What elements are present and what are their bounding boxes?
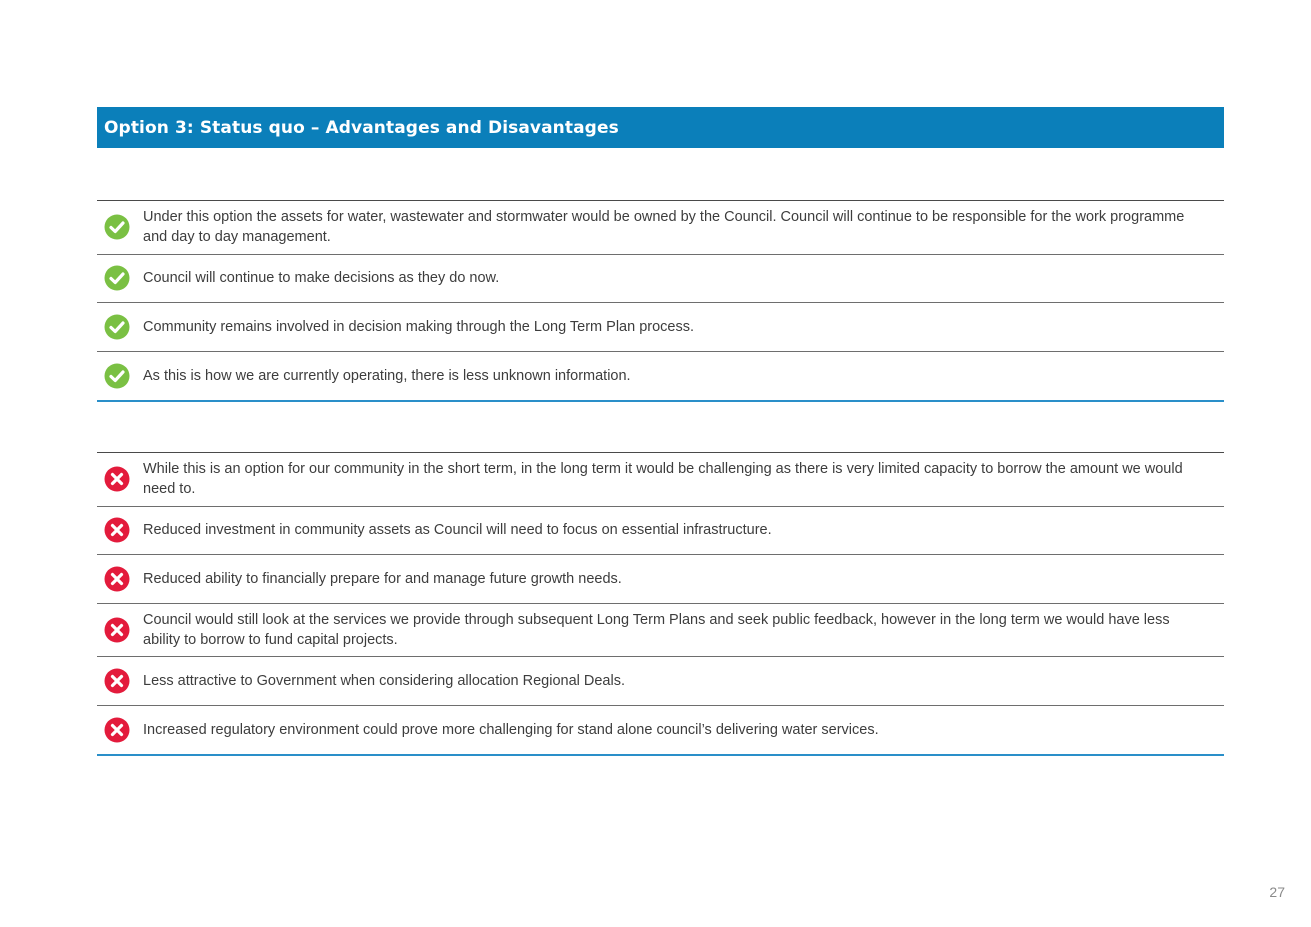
disadvantage-item: Council would still look at the services… (97, 604, 1224, 657)
disadvantage-text: Reduced ability to financially prepare f… (143, 570, 622, 587)
disadvantages-list: While this is an option for our communit… (97, 452, 1224, 756)
cross-circle-icon (104, 717, 130, 743)
cross-circle-icon (104, 617, 130, 643)
cross-circle-icon (104, 566, 130, 592)
disadvantage-text: While this is an option for our communit… (143, 461, 1183, 498)
disadvantage-item: Less attractive to Government when consi… (97, 657, 1224, 706)
cross-circle-icon (104, 466, 130, 492)
advantage-item: Community remains involved in decision m… (97, 303, 1224, 352)
cross-circle-icon (104, 517, 130, 543)
check-circle-icon (104, 214, 130, 240)
check-circle-icon (104, 363, 130, 389)
advantages-list: Under this option the assets for water, … (97, 200, 1224, 402)
disadvantage-item: Reduced investment in community assets a… (97, 507, 1224, 555)
check-circle-icon (104, 265, 130, 291)
disadvantage-text: Less attractive to Government when consi… (143, 672, 625, 689)
disadvantage-item: Increased regulatory environment could p… (97, 706, 1224, 755)
advantage-item: As this is how we are currently operatin… (97, 352, 1224, 401)
advantage-text: As this is how we are currently operatin… (143, 367, 631, 384)
advantage-text: Council will continue to make decisions … (143, 270, 500, 287)
page-number: 27 (1269, 884, 1285, 900)
advantage-item: Council will continue to make decisions … (97, 255, 1224, 303)
advantage-text: Under this option the assets for water, … (143, 209, 1185, 246)
check-circle-icon (104, 314, 130, 340)
advantage-item: Under this option the assets for water, … (97, 201, 1224, 255)
cross-circle-icon (104, 668, 130, 694)
disadvantage-text: Council would still look at the services… (143, 611, 1170, 648)
advantage-text: Community remains involved in decision m… (143, 318, 695, 335)
disadvantage-item: While this is an option for our communit… (97, 453, 1224, 507)
section-banner: Option 3: Status quo – Advantages and Di… (97, 107, 1224, 148)
disadvantage-text: Increased regulatory environment could p… (143, 721, 879, 738)
disadvantage-text: Reduced investment in community assets a… (143, 522, 772, 539)
banner-title: Option 3: Status quo – Advantages and Di… (104, 117, 619, 138)
disadvantage-item: Reduced ability to financially prepare f… (97, 555, 1224, 604)
